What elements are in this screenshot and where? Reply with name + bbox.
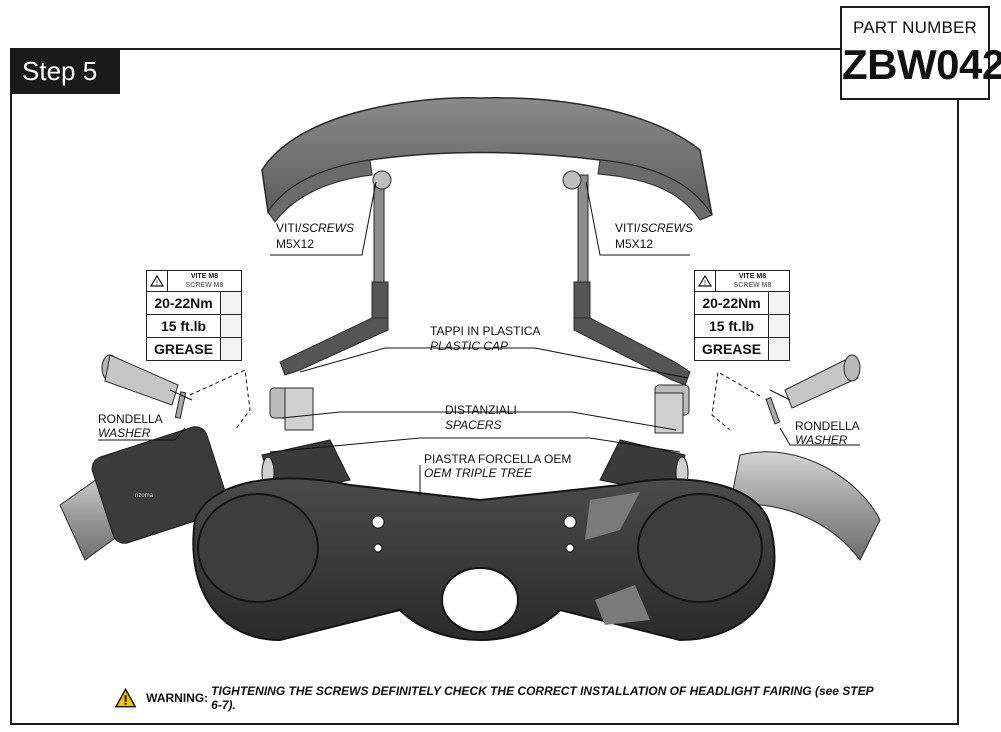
clamp-logo: rizoma [135, 493, 154, 499]
wrench-icon [768, 292, 789, 314]
grease-icon [768, 338, 789, 360]
plastic-cap-it: TAPPI IN PLASTICA [430, 324, 540, 338]
warning-footer: WARNING: TIGHTENING THE SCREWS DEFINITEL… [115, 684, 875, 712]
lubricant: GREASE [701, 341, 762, 357]
warning-triangle-icon: ! [695, 271, 716, 291]
warning-triangle-icon: ! [147, 271, 168, 291]
lubricant: GREASE [153, 341, 214, 357]
washer-left-it: RONDELLA [98, 412, 163, 426]
part-number-box: PART NUMBER ZBW042 [840, 6, 1001, 100]
washer-left-en: WASHER [98, 426, 151, 440]
part-number-value: ZBW042 [842, 41, 1001, 88]
left-screw [269, 387, 314, 431]
triple-tree-it: PIASTRA FORCELLA OEM [424, 452, 571, 466]
warning-icon [115, 688, 137, 708]
part-number-label: PART NUMBER [852, 18, 978, 37]
washer-right-it: RONDELLA [795, 419, 860, 433]
torque-nm: 20-22Nm [154, 295, 213, 311]
leader-lines [98, 181, 860, 496]
left-handlebar: rizoma [59, 426, 229, 561]
right-screw [654, 384, 690, 434]
right-pin [784, 354, 861, 409]
oem-triple-tree [192, 477, 776, 642]
triple-tree-en: OEM TRIPLE TREE [424, 466, 533, 480]
svg-text:!: ! [156, 280, 158, 287]
screws-left-size: M5X12 [276, 237, 314, 251]
warning-keyword: WARNING: [146, 691, 209, 705]
plastic-cap-en: PLASTIC CAP [430, 339, 508, 353]
screws-right-it: VITI/SCREWS [615, 221, 693, 235]
screws-left-it: VITI/SCREWS [276, 221, 354, 235]
torque-ftlb: 15 ft.lb [160, 318, 207, 334]
left-pin [101, 354, 179, 406]
left-bracket [279, 170, 392, 376]
instruction-frame [10, 48, 959, 725]
left-washer [174, 391, 187, 419]
right-bracket [562, 170, 691, 386]
dashed-guides [189, 369, 761, 431]
wrench-icon [220, 315, 241, 337]
washer-right-en: WASHER [795, 433, 848, 447]
grease-icon [220, 338, 241, 360]
wrench-icon [220, 292, 241, 314]
warning-text: TIGHTENING THE SCREWS DEFINITELY CHECK T… [211, 684, 874, 712]
step-label: Step 5 [10, 48, 120, 94]
torque-nm: 20-22Nm [702, 295, 761, 311]
headlight-fairing [261, 97, 713, 223]
torque-ftlb: 15 ft.lb [708, 318, 755, 334]
svg-text:!: ! [704, 280, 706, 287]
spacers-en: SPACERS [445, 418, 501, 432]
screws-right-size: M5X12 [615, 237, 653, 251]
spacers-it: DISTANZIALI [445, 403, 517, 417]
right-handlebar [729, 451, 881, 561]
wrench-icon [768, 315, 789, 337]
right-washer [765, 397, 781, 425]
